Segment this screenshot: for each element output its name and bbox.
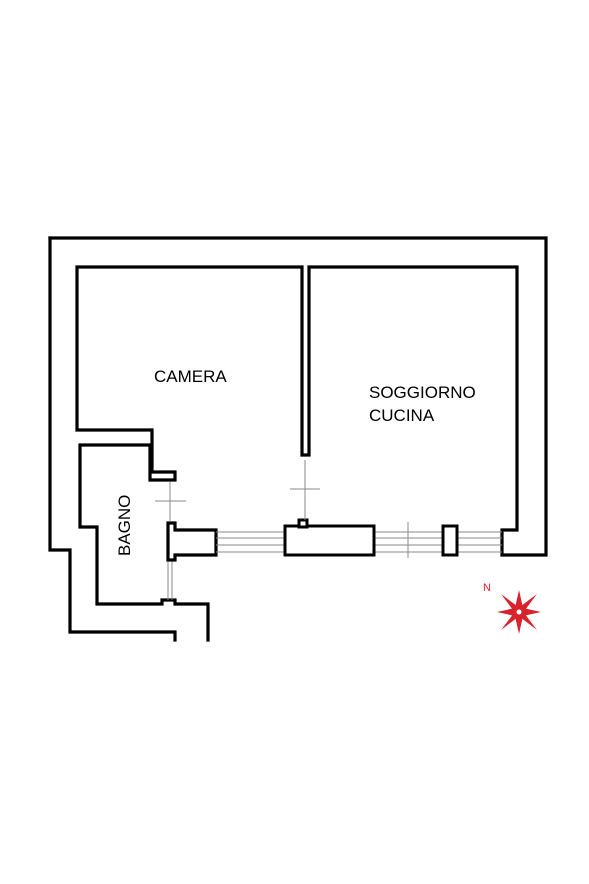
north-label: N — [483, 582, 491, 594]
outer-wall-left — [48, 236, 177, 642]
outer-wall — [48, 236, 548, 642]
wall-nub — [297, 518, 309, 529]
north-compass: N — [483, 582, 541, 634]
room-label-camera: CAMERA — [154, 367, 227, 386]
wall-pier-center — [283, 524, 376, 557]
room-label-bagno: BAGNO — [115, 495, 134, 556]
room-label-cucina: CUCINA — [369, 406, 435, 425]
door-symbols — [155, 460, 409, 600]
compass-star-icon — [497, 590, 541, 634]
bagno-partition — [166, 521, 218, 562]
wall-pier-right — [441, 524, 459, 557]
room-label-soggiorno: SOGGIORNO — [369, 383, 476, 402]
